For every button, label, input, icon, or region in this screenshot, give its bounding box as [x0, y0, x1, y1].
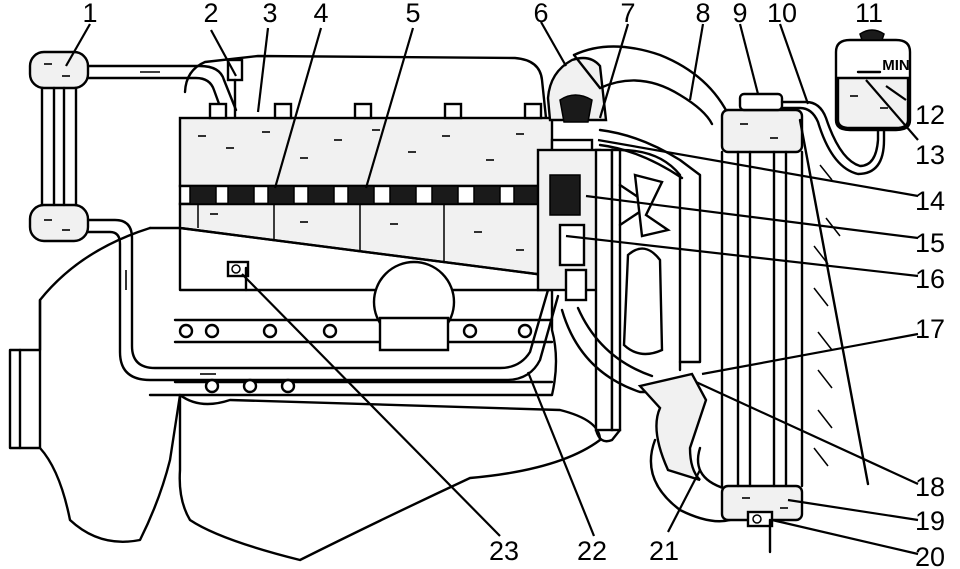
callout-12: 12: [915, 100, 945, 130]
upper-radiator-hose: [572, 45, 732, 120]
callout-11: 11: [855, 0, 883, 28]
callout-22: 22: [577, 536, 607, 566]
callout-7: 7: [620, 0, 635, 28]
coolant-dashes: [44, 63, 888, 509]
overflow-tube: [780, 100, 880, 168]
callout-6: 6: [533, 0, 548, 28]
callout-17: 17: [915, 314, 945, 344]
radiator: [720, 92, 804, 522]
callout-1: 1: [82, 0, 97, 28]
radiator-airflow: [798, 118, 870, 486]
callout-labels: 1 2 3 4 5 6 7 8 9 10 11 12 13 14 15 16 1…: [82, 0, 945, 569]
block-bolts: [178, 323, 533, 394]
callout-14: 14: [915, 186, 945, 216]
callout-5: 5: [405, 0, 420, 28]
callout-20: 20: [915, 542, 945, 569]
heater-return-hose: [86, 218, 550, 370]
heater-supply-hose: [86, 64, 238, 112]
combustion-chambers: [189, 185, 541, 205]
callout-3: 3: [262, 0, 277, 28]
callout-21: 21: [649, 536, 679, 566]
fan-pulley: [594, 148, 622, 443]
callout-18: 18: [915, 472, 945, 502]
callout-10: 10: [767, 0, 797, 28]
fan: [618, 148, 682, 372]
callout-4: 4: [313, 0, 328, 28]
callout-9: 9: [732, 0, 747, 28]
water-pump: [536, 148, 602, 302]
head-bolts: [208, 102, 543, 120]
engine: [8, 54, 602, 562]
lower-radiator-hose: [560, 308, 660, 394]
callout-2: 2: [203, 0, 218, 28]
expansion-tank: MIN: [834, 29, 912, 132]
callout-8: 8: [695, 0, 710, 28]
callout-15: 15: [915, 228, 945, 258]
callout-23: 23: [489, 536, 519, 566]
callout-16: 16: [915, 264, 945, 294]
leader-lines: [65, 21, 919, 556]
callout-19: 19: [915, 506, 945, 536]
thermostat: [546, 56, 608, 164]
temperature-sensor: [226, 58, 244, 120]
heater-core: [28, 50, 90, 243]
radiator-drain-tap: [746, 510, 774, 554]
callout-13: 13: [915, 140, 945, 170]
tank-min-label: MIN: [882, 57, 910, 74]
